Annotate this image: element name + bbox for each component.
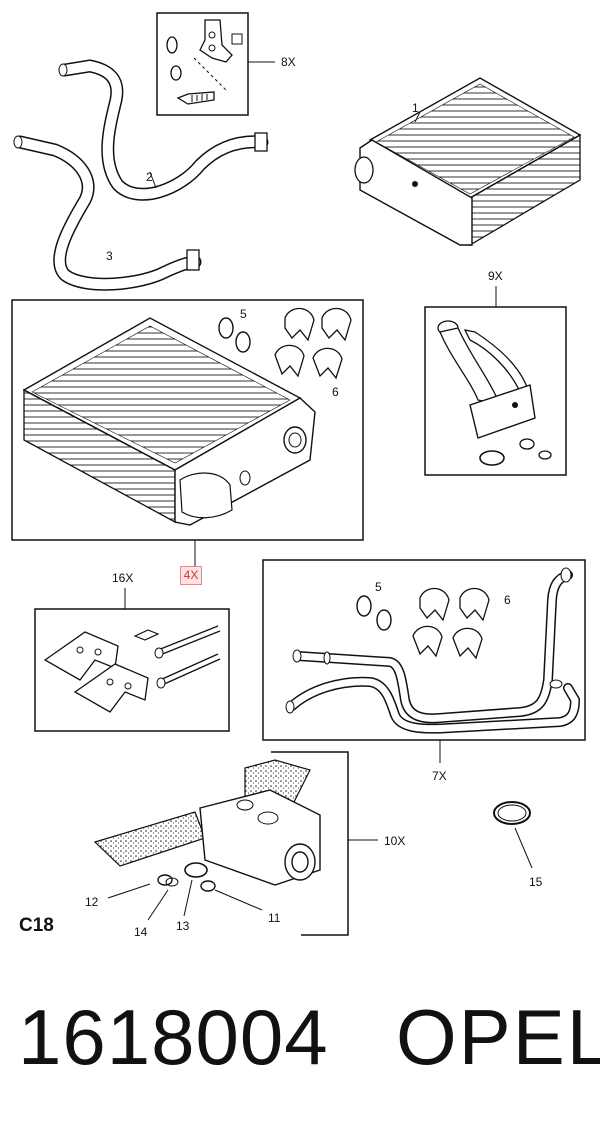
mounting-bracket-box [34, 608, 230, 732]
hose-3: 3 [13, 135, 202, 291]
brand-name: OPEL [396, 993, 600, 1081]
clamp [284, 307, 315, 342]
highlighted-callout-4x[interactable]: 4X [180, 566, 202, 585]
callout-5-pipe: 5 [375, 580, 382, 594]
seal-ring [376, 609, 392, 631]
callout-6-kit: 6 [332, 385, 339, 399]
callout-1: 1 [412, 101, 419, 115]
heater-core-kit-box [11, 299, 364, 541]
part-number: 1618004 [18, 993, 329, 1081]
callout-11: 11 [268, 911, 281, 925]
callout-7x: 7X [432, 769, 447, 783]
seal-ring [184, 862, 208, 878]
seal-ring [165, 877, 179, 887]
o-ring-15: 15 [493, 801, 543, 889]
heater-core-top: 1 [354, 77, 582, 247]
callout-15: 15 [529, 875, 543, 889]
seal-ring [200, 880, 216, 892]
seal-ring [157, 874, 173, 886]
callout-8x: 8X [281, 55, 296, 69]
seal-ring [166, 36, 178, 54]
heater-core-kit-group: 5 6 [11, 299, 364, 566]
hose-2: 2 [58, 59, 269, 201]
seal-ring [235, 331, 251, 353]
callout-13: 13 [176, 919, 190, 933]
section-code: C18 [19, 915, 54, 936]
callout-4x-label: 4X [183, 568, 199, 582]
seal-ring [356, 595, 372, 617]
callout-5-kit: 5 [240, 307, 247, 321]
callout-3: 3 [106, 249, 113, 263]
seal-ring [479, 450, 505, 466]
mounting-bracket-group: 16X [34, 571, 230, 732]
clamp [419, 587, 450, 622]
seal-ring [218, 317, 234, 339]
bracket-kit-group: 8X [156, 12, 296, 116]
outlet-fitting-group: 9X [424, 269, 567, 476]
seal-ring [519, 438, 535, 450]
pipe-kit-group: 5 6 7X [262, 559, 586, 783]
callout-6-pipe: 6 [504, 593, 511, 607]
seal-ring [538, 450, 552, 460]
bracket-plate [199, 19, 233, 63]
callout-10x: 10X [384, 834, 405, 848]
expansion-valve-group: 10X 12 14 13 11 [85, 751, 405, 939]
clamp [459, 587, 490, 622]
screw-bolt [176, 91, 215, 105]
clamp [321, 307, 352, 342]
bracket-kit-box [156, 12, 249, 116]
callout-14: 14 [134, 925, 148, 939]
callout-9x: 9X [488, 269, 503, 283]
pipe-kit-box [262, 559, 586, 741]
callout-12: 12 [85, 895, 99, 909]
callout-2: 2 [146, 170, 153, 184]
callout-16x: 16X [112, 571, 133, 585]
